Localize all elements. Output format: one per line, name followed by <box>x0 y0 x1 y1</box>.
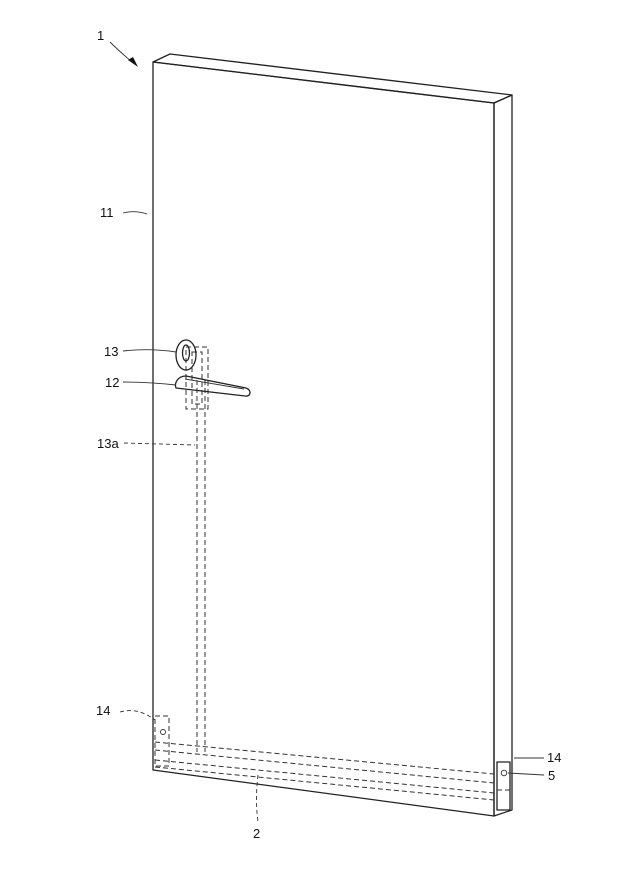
door-panel <box>153 54 512 816</box>
vertical-rod <box>197 380 205 752</box>
left-hinge <box>155 716 169 766</box>
label-hinge-left: 14 <box>96 703 110 718</box>
label-lock-cylinder: 13 <box>104 344 118 359</box>
right-hinge <box>497 762 510 810</box>
label-bottom-member: 2 <box>253 826 260 841</box>
leader-lines <box>110 42 544 822</box>
label-pin: 5 <box>548 768 555 783</box>
label-door-panel: 11 <box>100 205 114 220</box>
label-handle: 12 <box>105 375 119 390</box>
door-handle-icon <box>175 376 250 396</box>
label-rod: 13a <box>97 436 119 451</box>
bottom-member <box>155 742 494 800</box>
label-door-assembly: 1 <box>97 28 104 43</box>
label-hinge-right: 14 <box>547 750 561 765</box>
